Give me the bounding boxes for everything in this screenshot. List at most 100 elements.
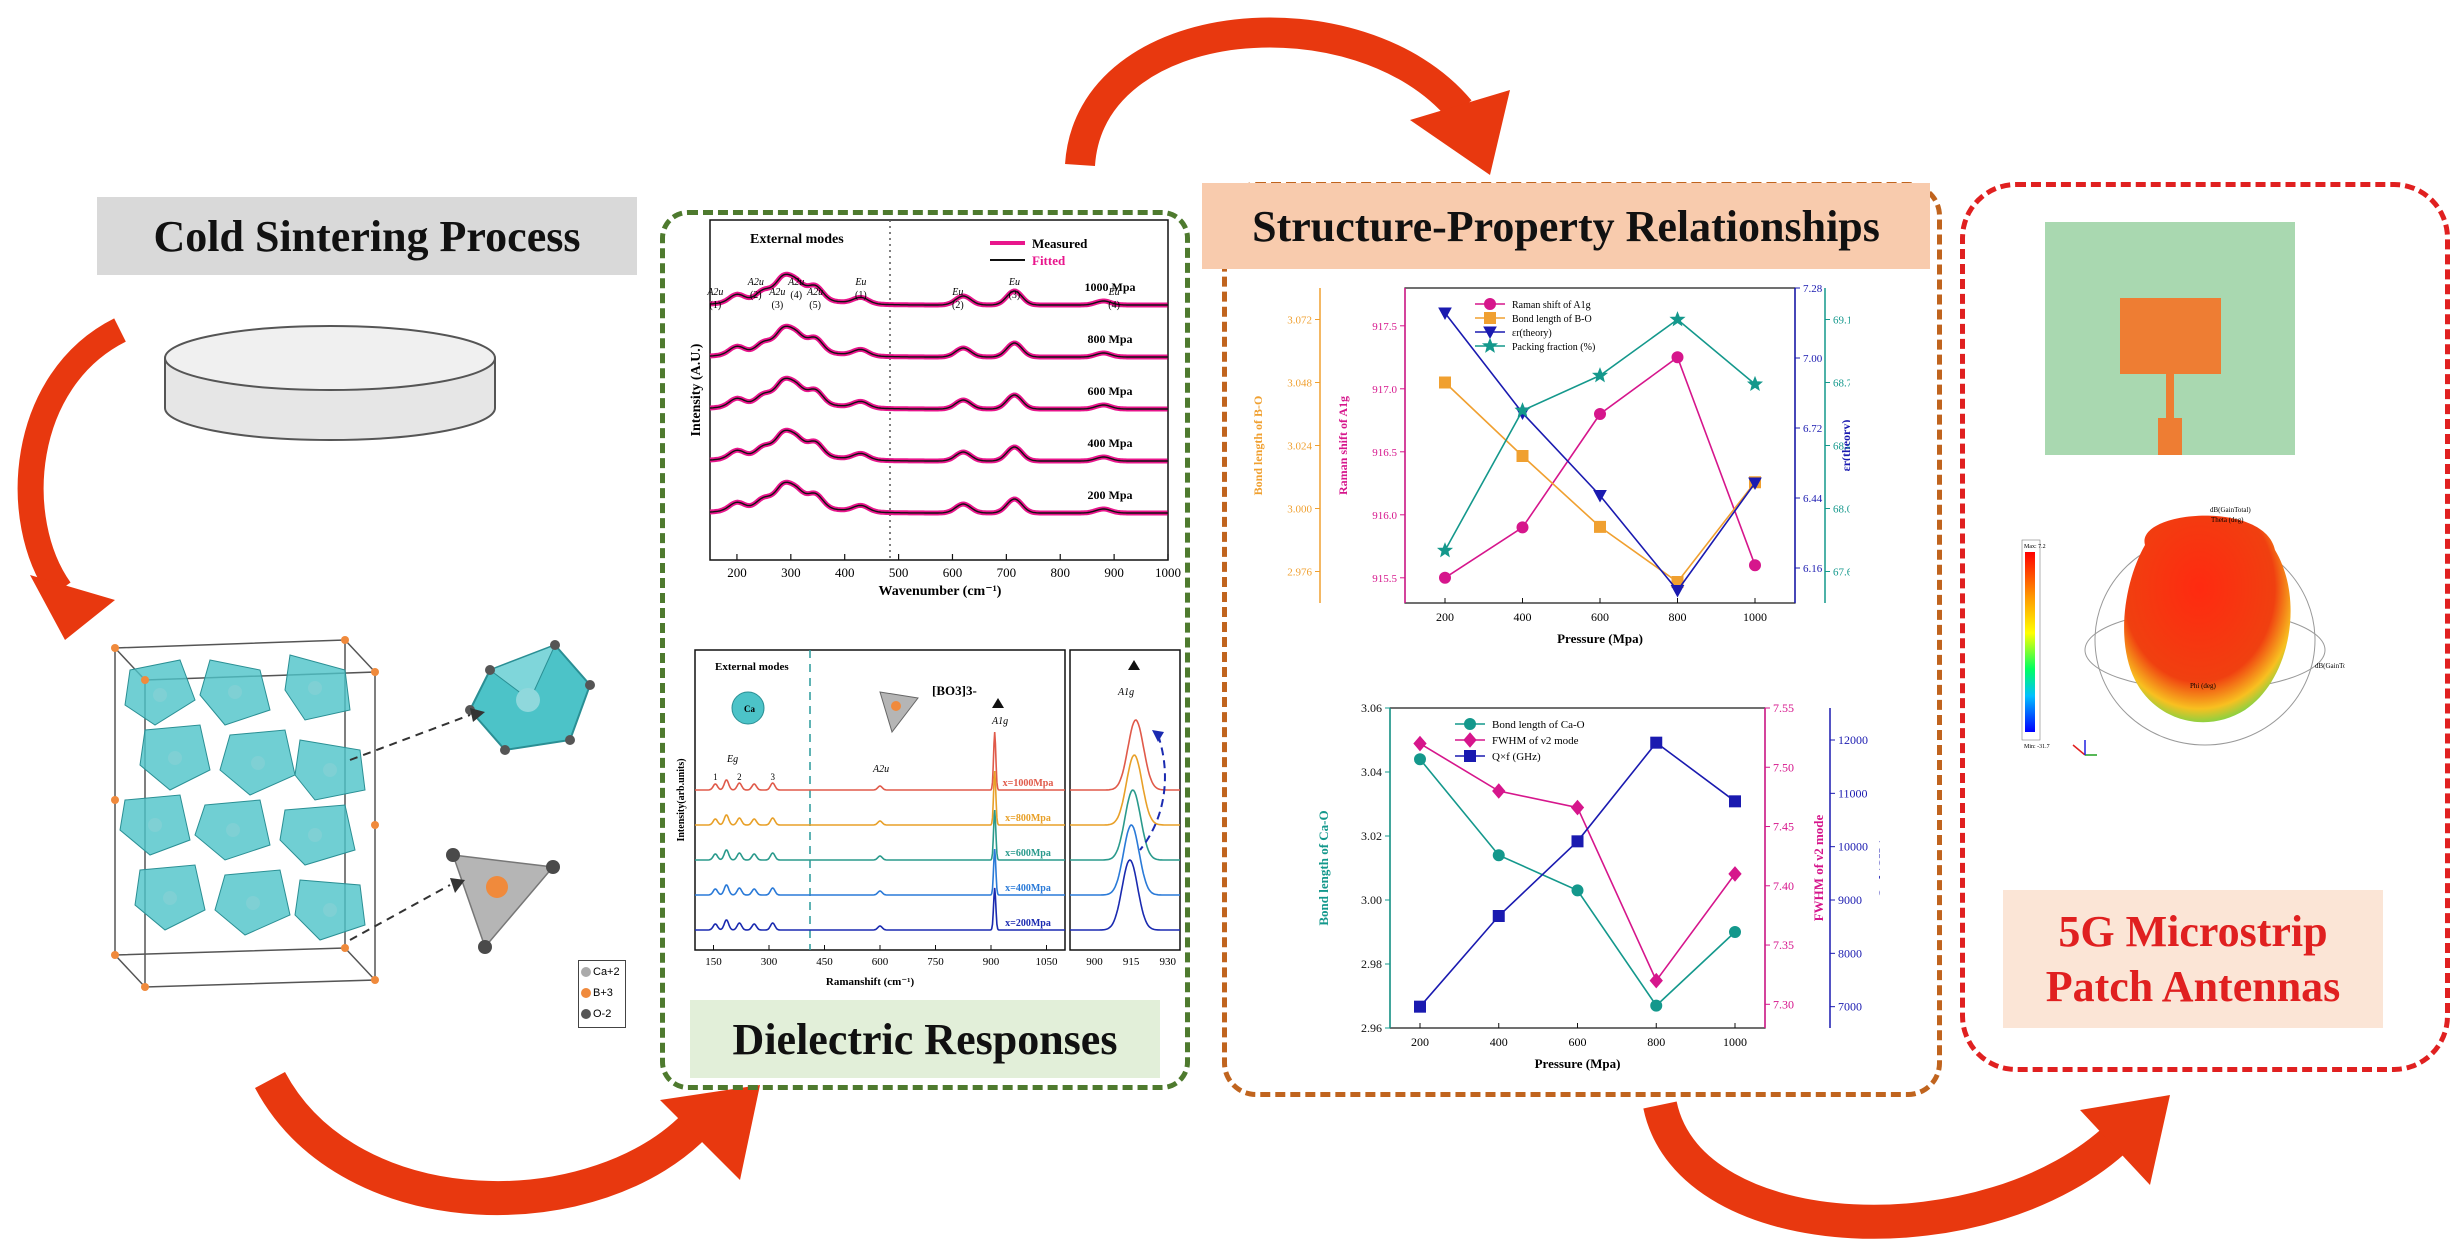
series-line [1419, 742, 1736, 983]
radiation-pattern-3d: Max: 7.2 Min: -31.7 dB(GainTotal) Theta … [2021, 506, 2345, 756]
ir-ylabel: Intensity (A.U.) [689, 343, 704, 436]
ir-mode-symbol: Eu [854, 277, 866, 288]
crystal-structure [111, 636, 379, 991]
legend-ca-row: Ca+2 [579, 961, 625, 982]
y-tick-label: 3.04 [1361, 765, 1382, 779]
raman-curve [695, 848, 1065, 896]
arrow-crystal-to-dielectric [255, 1071, 713, 1216]
data-point-marker [1436, 542, 1454, 558]
arrow-structure-to-antenna [1643, 1100, 2132, 1239]
x-axis-label: Pressure (Mpa) [1535, 1056, 1621, 1071]
y-tick-label: 7.30 [1773, 997, 1794, 1011]
y-tick-label: 3.06 [1361, 701, 1382, 715]
data-point-marker [1492, 910, 1505, 922]
series-line [1419, 741, 1736, 1008]
arrow-crystal-to-dielectric-head [660, 1085, 760, 1180]
raman-curve [695, 731, 1065, 791]
y-tick-label: 3.00 [1361, 893, 1382, 907]
data-point-marker [1669, 311, 1686, 327]
ir-xtick-label: 1000 [1155, 565, 1181, 580]
patch-antenna-layout [2045, 222, 2295, 455]
x-tick-label: 800 [1647, 1035, 1665, 1049]
dielectric-title: Dielectric Responses [690, 1000, 1160, 1078]
y-tick-label: 68.76 [1833, 378, 1850, 390]
data-point-marker [1484, 312, 1496, 324]
y-tick-label: 10000 [1838, 840, 1868, 854]
legend-b-label: B+3 [593, 986, 613, 999]
legend-label: FWHM of ν2 mode [1492, 735, 1579, 747]
y-tick-label: 917.0 [1372, 384, 1397, 396]
data-point-marker [1514, 402, 1531, 418]
y-tick-label: 917.5 [1372, 321, 1397, 333]
x-axis-label: Pressure (Mpa) [1557, 631, 1643, 646]
ir-mode-index: (3) [1009, 290, 1021, 301]
ir-curves [709, 271, 1168, 516]
x-tick-label: 400 [1490, 1035, 1508, 1049]
raman-inset-xtick-label: 930 [1160, 956, 1177, 968]
y-tick-label: 6.16 [1803, 563, 1823, 575]
x-tick-label: 800 [1669, 610, 1687, 624]
antenna-frame [1960, 182, 2450, 1072]
y-tick-label: 7.28 [1803, 283, 1823, 295]
ir-mode-index: (1) [710, 300, 722, 311]
feed-port [2158, 418, 2182, 455]
legend-label: εr(theory) [1512, 328, 1552, 339]
legend-o-label: O-2 [593, 1007, 612, 1020]
y-tick-label: 8000 [1838, 946, 1862, 960]
data-point-marker [1464, 718, 1476, 730]
scale-max-label: Max: 7.2 [2024, 544, 2046, 550]
data-point-marker [1492, 849, 1505, 862]
antenna-title-line1: 5G Microstrip [2058, 907, 2328, 956]
series-line [1444, 312, 1756, 592]
ir-fitted-curve [709, 429, 1168, 462]
data-point-marker [1464, 750, 1476, 762]
peak-marker-icon [992, 698, 1004, 708]
ir-legend-fitted: Fitted [1032, 253, 1066, 268]
pattern-phi-label: Phi (deg) [2190, 682, 2217, 690]
data-point-marker [1670, 585, 1685, 598]
ir-mode-index: (4) [1108, 300, 1120, 311]
series-line [1444, 318, 1756, 551]
raman-peak-number: 1 [713, 772, 718, 782]
data-point-marker [1591, 367, 1609, 383]
raman-series-label: x=400Mpa [1005, 883, 1051, 894]
ir-xtick-label: 300 [781, 565, 801, 580]
raman-curve [695, 770, 1065, 826]
legend-label: Q×f (GHz) [1492, 751, 1541, 763]
antenna-title-line2: Patch Antennas [2045, 962, 2341, 1011]
raman-xtick-label: 150 [705, 956, 722, 968]
raman-series-label: x=600Mpa [1005, 848, 1051, 859]
raman-inset-curve [1070, 754, 1180, 826]
raman-xtick-label: 300 [761, 956, 778, 968]
raman-series-label: x=1000Mpa [1003, 778, 1054, 789]
legend-label: Packing fraction (%) [1512, 342, 1595, 353]
ir-xtick-label: 600 [943, 565, 963, 580]
y-tick-label: 3.000 [1287, 504, 1312, 516]
y-tick-label: 916.5 [1372, 447, 1397, 459]
data-point-marker [1571, 835, 1584, 848]
data-point-marker [1492, 783, 1506, 799]
data-point-marker [1516, 450, 1529, 462]
ca-polyhedron-icon [731, 691, 765, 725]
ca-swatch-icon [581, 966, 591, 977]
raman-xtick-label: 450 [816, 956, 833, 968]
ir-mode-index: (2) [750, 290, 762, 301]
raman-xtick-label: 900 [983, 956, 1000, 968]
inset-a1g-label: A1g [1117, 687, 1134, 698]
raman-inset-curve [1070, 859, 1180, 931]
data-point-marker [1671, 351, 1684, 364]
scale-min-label: Min: -31.7 [2024, 744, 2050, 750]
raman-inset-curve [1070, 824, 1180, 896]
o-swatch-icon [581, 1008, 591, 1019]
data-point-marker [1463, 732, 1477, 748]
raman-header: External modes [715, 661, 789, 673]
data-point-marker [1571, 884, 1584, 897]
raman-inset-xtick-label: 915 [1123, 956, 1140, 968]
data-point-marker [1593, 490, 1607, 503]
raman-curves [695, 719, 1180, 931]
data-point-marker [1594, 520, 1606, 533]
y-tick-label: 3.048 [1287, 378, 1312, 390]
y-tick-label: 7.50 [1773, 760, 1794, 774]
